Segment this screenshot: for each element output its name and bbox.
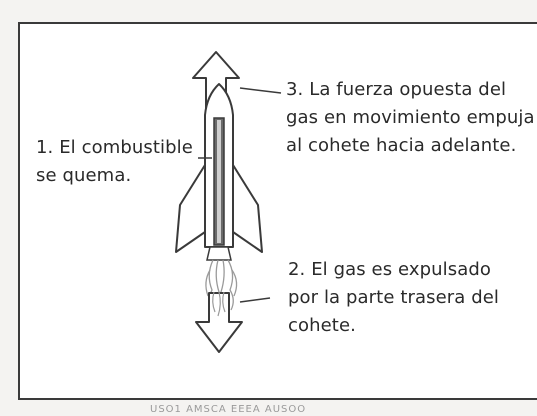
leader-step2 [239, 297, 271, 303]
exhaust-flames-lower [212, 291, 226, 317]
leader-step3 [239, 87, 282, 94]
diagram-frame [18, 22, 537, 400]
fuel-core [217, 120, 221, 243]
label-step2: 2. El gas es expulsado por la parte tras… [288, 259, 500, 336]
label-step3: 3. La fuerza opuesta del gas en movimien… [286, 79, 535, 156]
label-step1: 1. El combustible se quema. [36, 137, 193, 186]
down-arrow [195, 292, 243, 353]
right-fin [232, 164, 263, 253]
cropped-caption: USO1 AMSCA EEEA AUSOO [150, 404, 307, 415]
nozzle [206, 246, 232, 261]
